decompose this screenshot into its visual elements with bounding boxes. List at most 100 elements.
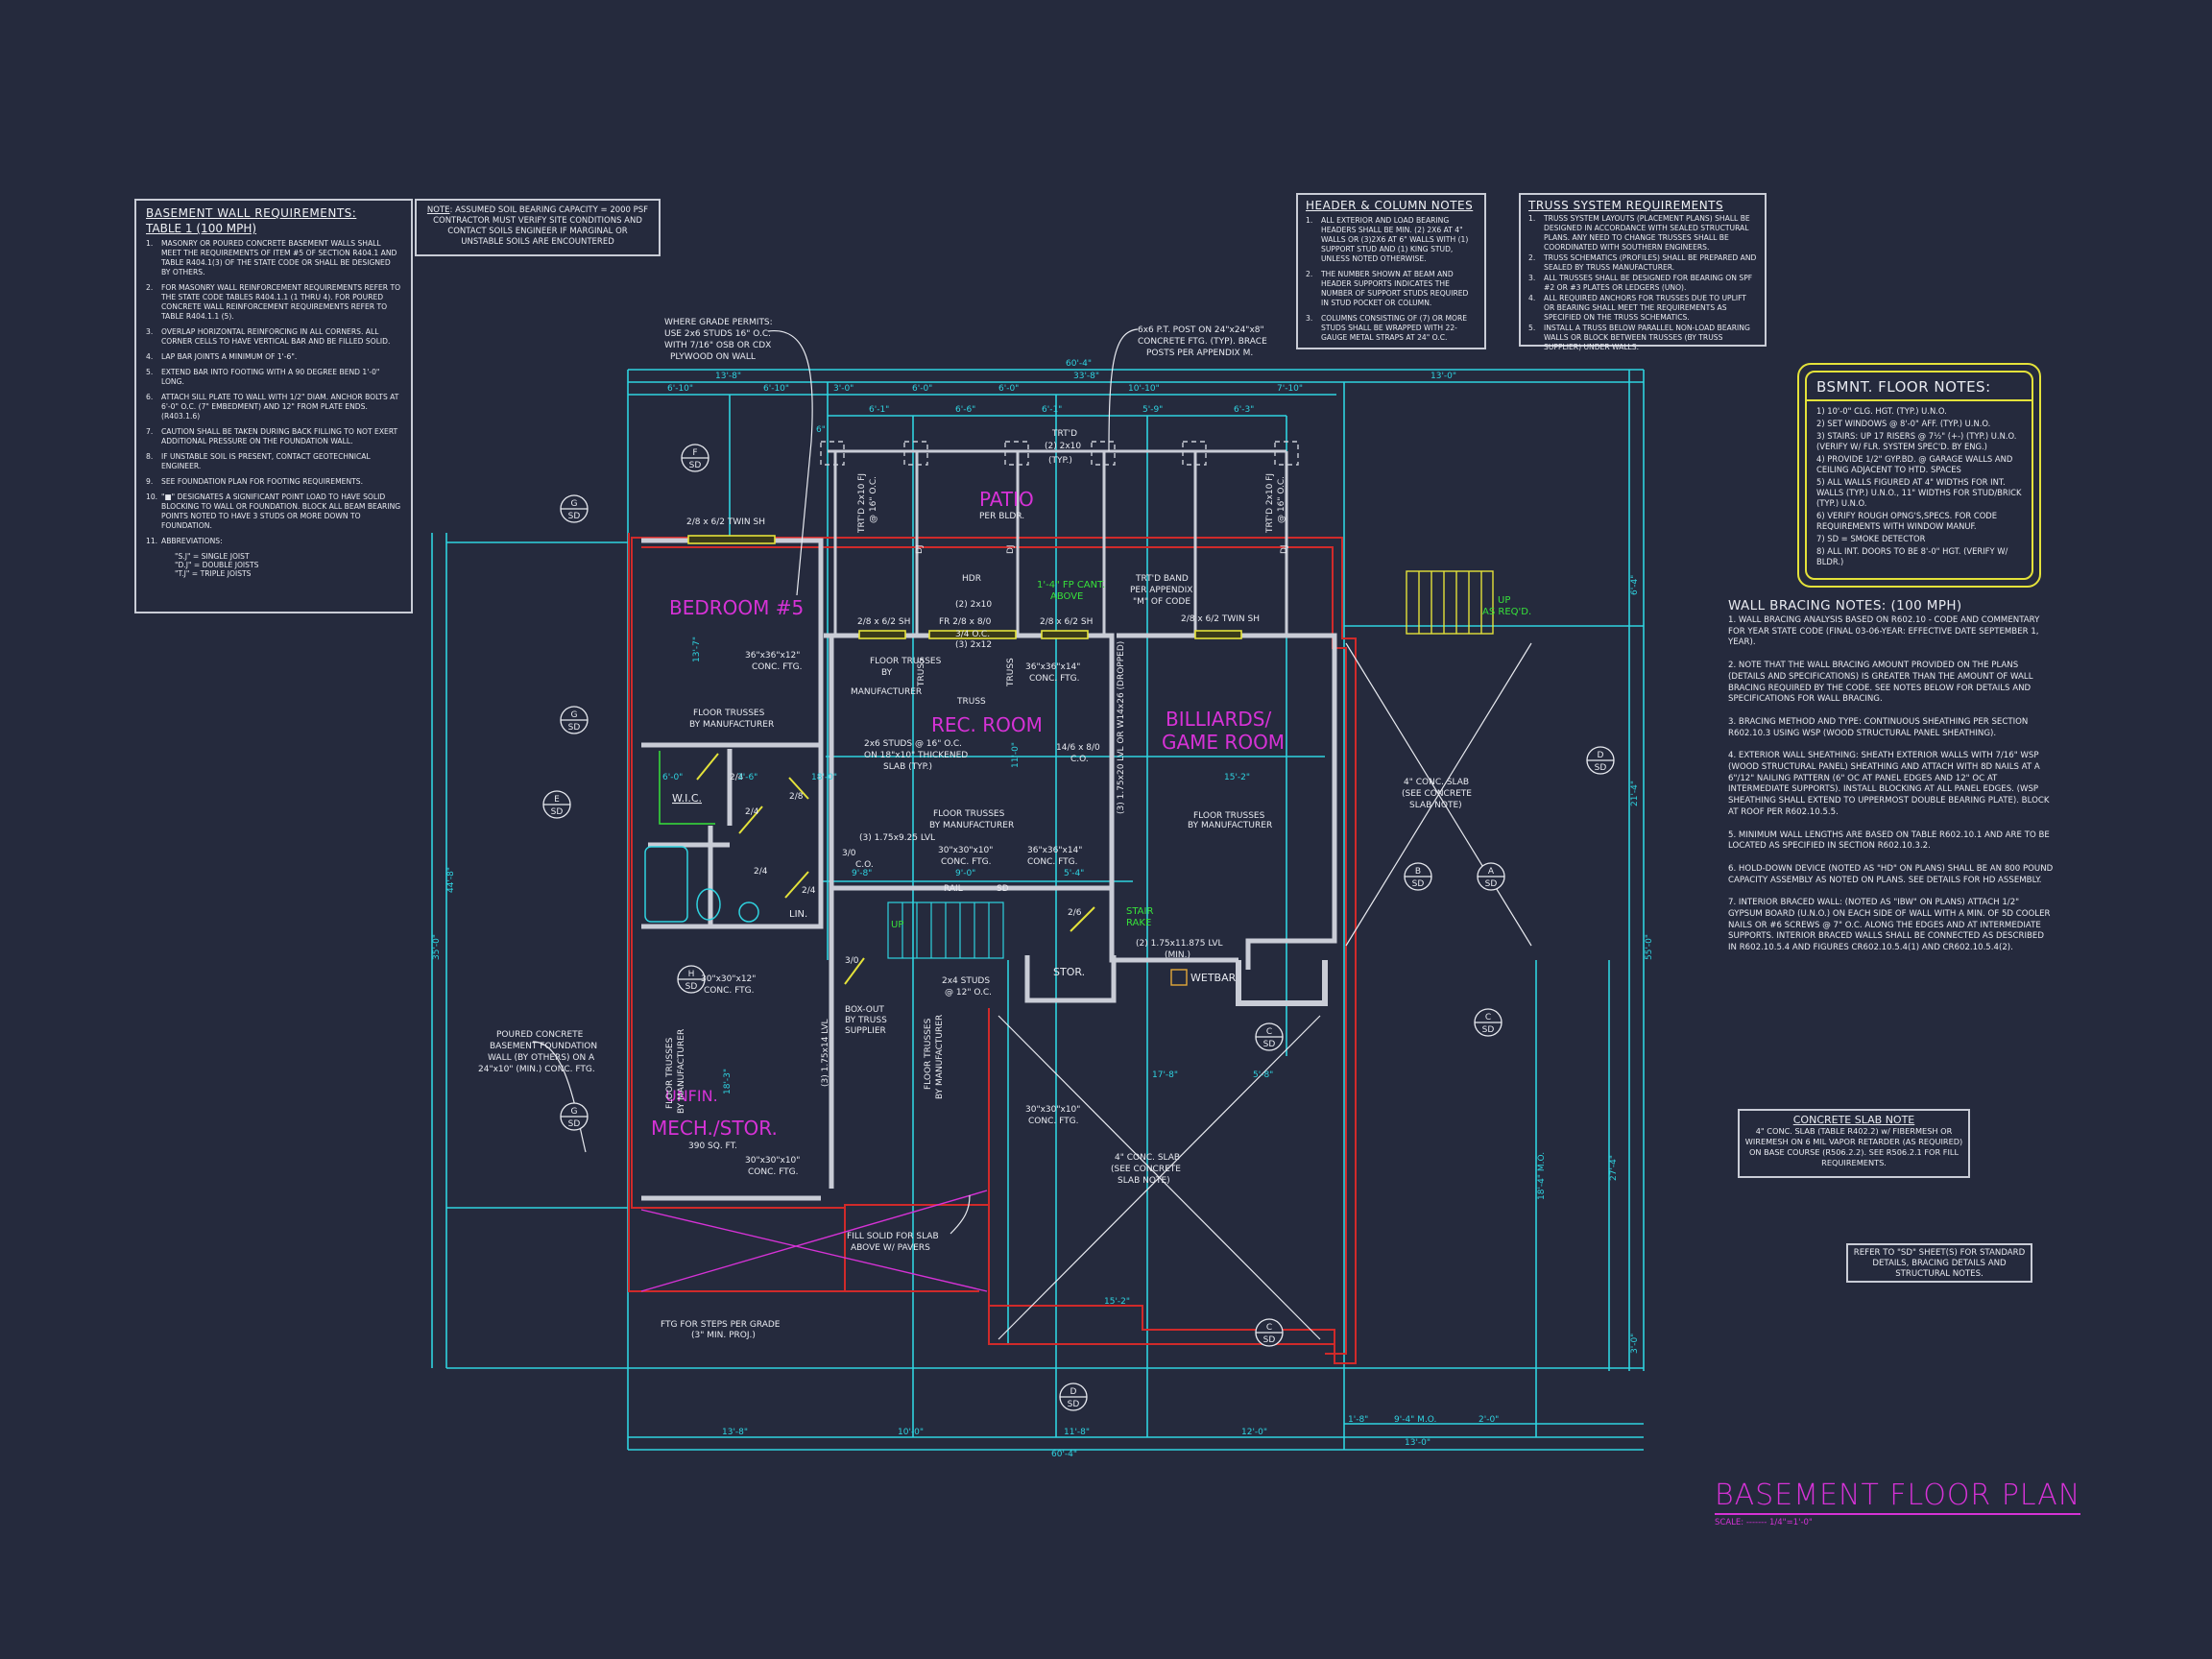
note-text: IF UNSTABLE SOIL IS PRESENT, CONTACT GEO… xyxy=(161,452,371,470)
svg-text:WITH 7/16" OSB OR CDX: WITH 7/16" OSB OR CDX xyxy=(664,341,771,350)
svg-text:BY: BY xyxy=(881,668,893,678)
truss-requirement-item: 4.ALL REQUIRED ANCHORS FOR TRUSSES DUE T… xyxy=(1528,294,1757,323)
room-mech-stor: MECH./STOR. xyxy=(651,1117,778,1140)
svg-text:FR 2/8 x 8/0: FR 2/8 x 8/0 xyxy=(939,617,992,627)
note-text: ABBREVIATIONS: xyxy=(161,537,223,545)
note-number: 3. xyxy=(146,327,154,336)
svg-text:1'-8": 1'-8" xyxy=(1348,1415,1368,1425)
header-column-note-item: 3.COLUMNS CONSISTING OF (7) OR MORE STUD… xyxy=(1306,314,1477,343)
svg-text:E: E xyxy=(554,795,560,805)
soil-bearing-note: NOTE: ASSUMED SOIL BEARING CAPACITY = 20… xyxy=(426,205,649,248)
svg-text:(3) 2x12: (3) 2x12 xyxy=(955,640,992,650)
svg-text:18'-4" M.O.: 18'-4" M.O. xyxy=(1537,1152,1547,1200)
svg-text:BY MANUFACTURER: BY MANUFACTURER xyxy=(935,1015,945,1099)
svg-text:DJ: DJ xyxy=(915,544,925,554)
svg-text:"M" OF CODE: "M" OF CODE xyxy=(1133,597,1190,607)
svg-text:30"x30"x12": 30"x30"x12" xyxy=(701,974,756,984)
svg-text:33'-8": 33'-8" xyxy=(1073,372,1099,381)
svg-text:BY MANUFACTURER: BY MANUFACTURER xyxy=(689,720,774,730)
svg-text:FLOOR TRUSSES: FLOOR TRUSSES xyxy=(1193,811,1265,821)
svg-text:@ 16" O.C.: @ 16" O.C. xyxy=(869,476,878,523)
svg-text:CONC. FTG.: CONC. FTG. xyxy=(941,857,991,867)
svg-text:2/8 x 6/2 TWIN SH: 2/8 x 6/2 TWIN SH xyxy=(686,517,765,527)
svg-text:C: C xyxy=(1266,1027,1272,1037)
svg-text:2/8 x 6/2 SH: 2/8 x 6/2 SH xyxy=(1040,617,1093,627)
svg-text:30"x30"x10": 30"x30"x10" xyxy=(1025,1105,1080,1115)
svg-text:10'-0": 10'-0" xyxy=(898,1428,924,1437)
note-text: ATTACH SILL PLATE TO WALL WITH 1/2" DIAM… xyxy=(161,393,399,421)
bsmnt-floor-note-item: 2) SET WINDOWS @ 8'-0" AFF. (TYP.) U.N.O… xyxy=(1816,419,1991,428)
basement-wall-table-subtitle: TABLE 1 (100 MPH) xyxy=(146,222,257,235)
svg-text:21'-4": 21'-4" xyxy=(1630,781,1640,806)
svg-text:2/6: 2/6 xyxy=(1068,908,1082,918)
wall-bracing-title: WALL BRACING NOTES: (100 MPH) xyxy=(1728,598,1962,613)
svg-text:(2) 2x10: (2) 2x10 xyxy=(955,600,992,610)
section-marker-h xyxy=(677,965,706,994)
svg-text:13'-0": 13'-0" xyxy=(1431,372,1456,381)
svg-text:60'-4": 60'-4" xyxy=(1066,359,1092,369)
svg-text:(SEE CONCRETE: (SEE CONCRETE xyxy=(1402,789,1472,799)
svg-text:AS REQ'D.: AS REQ'D. xyxy=(1482,607,1531,617)
basement-wall-requirement-item: 7.CAUTION SHALL BE TAKEN DURING BACK FIL… xyxy=(146,427,401,446)
note-number: 1. xyxy=(1528,214,1536,223)
svg-text:(3) 1.75x20 LVL OR W14x26 (DRO: (3) 1.75x20 LVL OR W14x26 (DROPPED) xyxy=(1117,641,1126,814)
svg-text:TRUSS: TRUSS xyxy=(956,697,986,707)
svg-text:BOX-OUT: BOX-OUT xyxy=(845,1005,884,1015)
note-number: 2. xyxy=(1306,270,1313,278)
svg-text:BASEMENT FOUNDATION: BASEMENT FOUNDATION xyxy=(490,1042,597,1051)
bsmnt-floor-note-item: 1) 10'-0" CLG. HGT. (TYP.) U.N.O. xyxy=(1816,406,1947,416)
sd-reference-note: REFER TO "SD" SHEET(S) FOR STANDARD DETA… xyxy=(1846,1243,2032,1283)
svg-text:CONC. FTG.: CONC. FTG. xyxy=(748,1167,798,1177)
svg-text:18'-3": 18'-3" xyxy=(723,1069,733,1094)
basement-wall-requirement-item: 6.ATTACH SILL PLATE TO WALL WITH 1/2" DI… xyxy=(146,393,401,421)
note-text: ALL EXTERIOR AND LOAD BEARING HEADERS SH… xyxy=(1321,216,1469,263)
note-number: 1. xyxy=(146,239,154,248)
wall-bracing-note-item: 6. HOLD-DOWN DEVICE (NOTED AS "HD" ON PL… xyxy=(1728,863,2054,885)
svg-text:TRT'D 2x10 FJ: TRT'D 2x10 FJ xyxy=(1265,473,1275,534)
svg-text:SLAB (TYP.): SLAB (TYP.) xyxy=(883,762,932,772)
note-number: 3. xyxy=(1306,314,1313,323)
svg-text:SD: SD xyxy=(1068,1400,1080,1409)
note-text: EXTEND BAR INTO FOOTING WITH A 90 DEGREE… xyxy=(161,368,380,386)
svg-text:DJ: DJ xyxy=(1006,544,1016,554)
svg-text:3/0: 3/0 xyxy=(845,956,859,966)
svg-text:SD: SD xyxy=(1412,879,1425,889)
svg-text:6'-10": 6'-10" xyxy=(667,384,693,394)
note-number: 10. xyxy=(146,493,158,501)
note-text: ALL REQUIRED ANCHORS FOR TRUSSES DUE TO … xyxy=(1544,294,1746,322)
note-number: 1. xyxy=(1306,216,1313,225)
concrete-slab-note-box: CONCRETE SLAB NOTE 4" CONC. SLAB (TABLE … xyxy=(1738,1109,1970,1178)
svg-text:STAIR: STAIR xyxy=(1126,906,1153,917)
foundation-walls xyxy=(628,533,1357,1364)
svg-text:2/4: 2/4 xyxy=(754,867,768,877)
note-text: TRUSS SYSTEM LAYOUTS (PLACEMENT PLANS) S… xyxy=(1544,214,1750,252)
section-marker-g2 xyxy=(560,706,589,734)
svg-text:STOR.: STOR. xyxy=(1053,966,1085,978)
room-billiards-line2: GAME ROOM xyxy=(1162,731,1285,754)
abbreviation-item: "S.J" = SINGLE JOIST xyxy=(175,552,250,561)
plan-scale: SCALE: ------- 1/4"=1'-0" xyxy=(1715,1518,1813,1527)
svg-text:(TYP.): (TYP.) xyxy=(1048,456,1072,466)
post-footings xyxy=(820,441,1299,466)
svg-text:HDR: HDR xyxy=(962,574,981,584)
svg-text:2'-0": 2'-0" xyxy=(1479,1415,1499,1425)
wall-bracing-note-item: 7. INTERIOR BRACED WALL: (NOTED AS "IBW"… xyxy=(1728,898,2051,953)
bsmnt-floor-note-item: 6) VERIFY ROUGH OPNG'S,SPECS. FOR CODE R… xyxy=(1816,511,1998,531)
svg-text:POSTS PER APPENDIX M.: POSTS PER APPENDIX M. xyxy=(1146,349,1253,358)
svg-text:RAKE: RAKE xyxy=(1126,918,1151,928)
truss-system-requirements-box: TRUSS SYSTEM REQUIREMENTS 1.TRUSS SYSTEM… xyxy=(1519,193,1767,351)
note-number: 2. xyxy=(146,283,154,292)
svg-text:WALL (BY OTHERS) ON A: WALL (BY OTHERS) ON A xyxy=(488,1053,595,1063)
note-text: MASONRY OR POURED CONCRETE BASEMENT WALL… xyxy=(161,239,397,276)
plan-text-labels: PER BLDR. 390 SQ. FT. W.I.C. LIN. STOR. … xyxy=(478,318,1472,1340)
svg-text:2/8 x 6/2 SH: 2/8 x 6/2 SH xyxy=(857,617,910,627)
concrete-slab-note-title: CONCRETE SLAB NOTE xyxy=(1792,1114,1915,1126)
basement-wall-requirement-item: 3.OVERLAP HORIZONTAL REINFORCING IN ALL … xyxy=(146,327,401,347)
svg-text:24"x10" (MIN.) CONC. FTG.: 24"x10" (MIN.) CONC. FTG. xyxy=(478,1065,595,1074)
section-marker-c3 xyxy=(1255,1318,1284,1347)
svg-text:15'-2": 15'-2" xyxy=(1104,1297,1130,1307)
svg-text:14/6 x 8/0: 14/6 x 8/0 xyxy=(1056,743,1100,753)
dimension-labels: 60'-4" 13'-8" 33'-8" 13'-0" 6'-10" 6'-10… xyxy=(662,359,1499,1459)
svg-text:FLOOR TRUSSES: FLOOR TRUSSES xyxy=(665,1037,675,1109)
